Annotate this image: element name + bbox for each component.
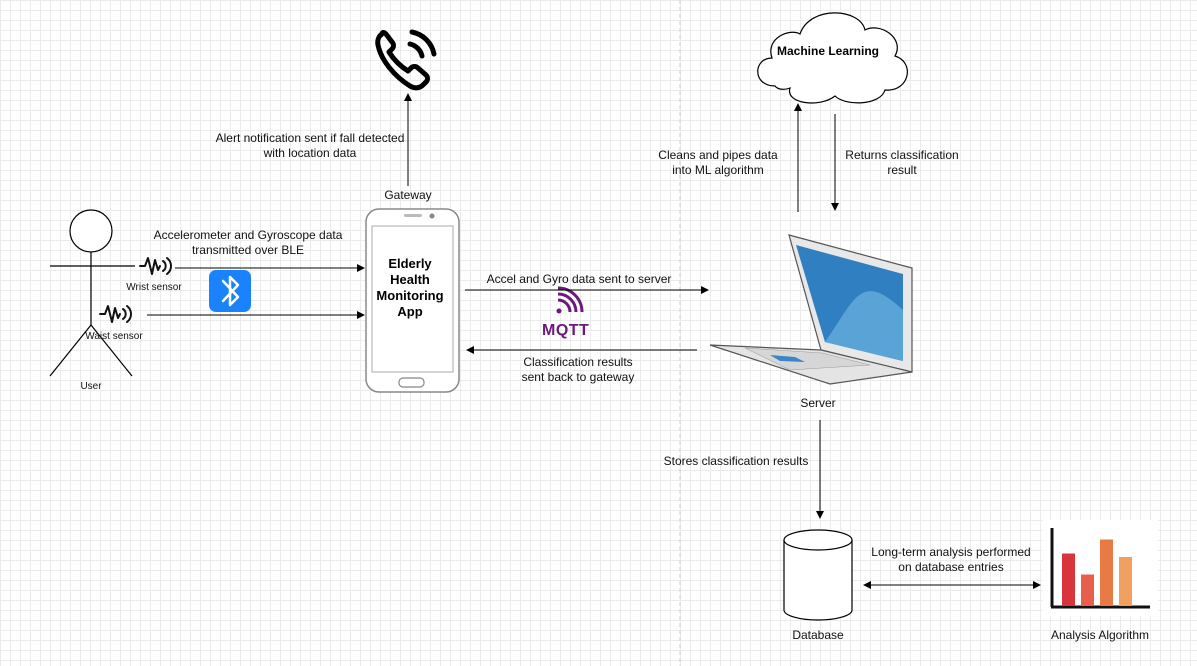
mqtt-label: MQTT [542,322,590,339]
cleans-label: Cleans and pipes data into ML algorithm [658,148,778,177]
bluetooth-icon [209,270,251,312]
database-label: Database [792,628,844,642]
wrist-sensor-label: Wrist sensor [126,282,182,293]
returns-label: Returns classification result [845,148,959,177]
laptop-icon [709,234,913,385]
alert-label: Alert notification sent if fall detected… [215,131,405,160]
server-label: Server [800,396,836,410]
waist-sensor-label: Waist sensor [85,331,143,342]
chart-bar [1119,557,1132,606]
stick-figure-icon [49,209,135,377]
ml-label: Machine Learning [776,44,880,58]
analysis-label: Analysis Algorithm [1050,628,1150,642]
smartphone-icon [365,208,460,393]
phone-icon [375,29,437,91]
sensor-wave-icon [139,257,172,275]
to-server-label: Accel and Gyro data sent to server [486,272,672,286]
app-title: Elderly Health Monitoring App [376,256,444,319]
sensor-data-label: Accelerometer and Gyroscope data transmi… [153,228,343,257]
to-gateway-label: Classification results sent back to gate… [521,355,635,384]
long-term-label: Long-term analysis performed on database… [871,545,1031,574]
bar-chart-icon [1043,520,1158,616]
chart-bar [1062,553,1075,606]
chart-bar [1100,539,1113,606]
chart-bar [1081,574,1094,606]
sensor-wave-icon [99,305,132,323]
user-label: User [80,381,102,392]
cloud-icon [757,12,908,104]
gateway-label: Gateway [384,188,432,202]
database-icon [783,529,853,621]
mqtt-icon [556,286,584,314]
stores-label: Stores classification results [663,454,809,468]
